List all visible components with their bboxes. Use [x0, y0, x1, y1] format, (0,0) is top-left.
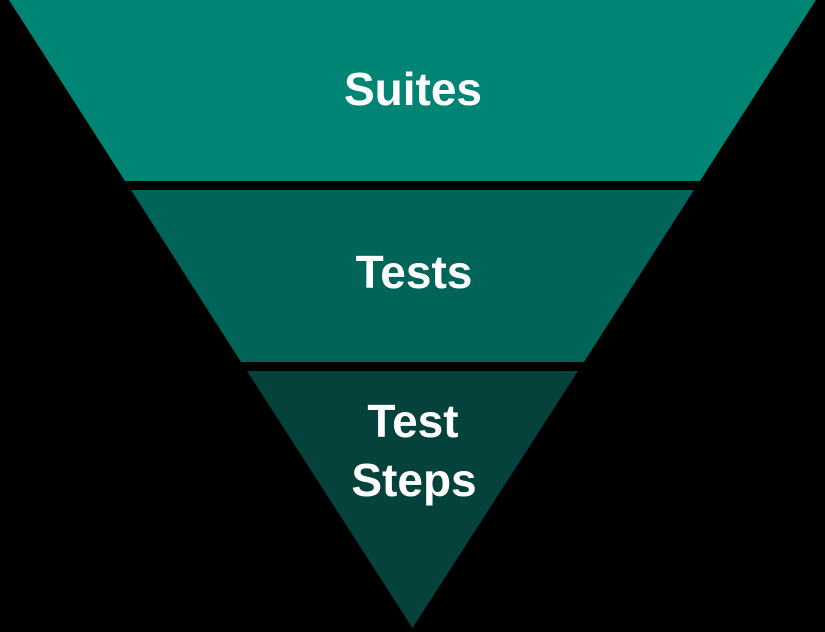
funnel-level-tests-label: Tests: [356, 246, 473, 298]
funnel-level-suites-label: Suites: [344, 63, 482, 115]
funnel-level-test-steps-label-line2: Steps: [351, 454, 476, 506]
funnel-level-tests-shape: [131, 190, 694, 362]
funnel-level-suites-shape: [9, 0, 816, 181]
funnel-level-test-steps-shape: [247, 371, 578, 628]
funnel-level-test-steps-label-line1: Test: [367, 395, 458, 447]
